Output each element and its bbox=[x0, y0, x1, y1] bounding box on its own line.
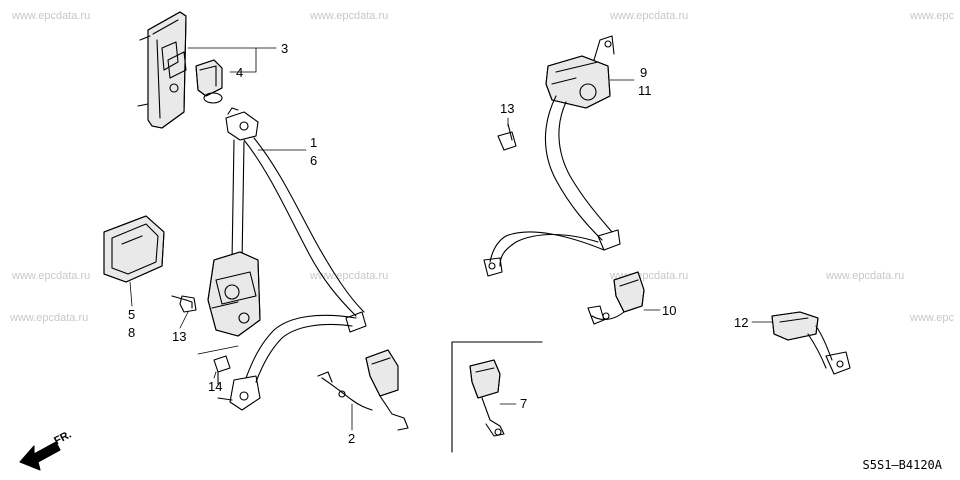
watermark: www.epcdata.ru bbox=[310, 10, 389, 22]
detail-box bbox=[451, 341, 543, 453]
watermark: www.epc bbox=[910, 10, 955, 22]
rear-buckle-part bbox=[587, 271, 645, 325]
watermark: www.epcdata.ru bbox=[826, 270, 905, 282]
watermark: www.epcdata.ru bbox=[10, 312, 89, 324]
callout-7: 7 bbox=[520, 396, 528, 411]
bolt-part bbox=[497, 123, 517, 151]
clip-part bbox=[195, 59, 223, 104]
watermark: www.epcdata.ru bbox=[12, 10, 91, 22]
front-seatbelt-part bbox=[207, 107, 367, 411]
buckle-part bbox=[317, 349, 409, 431]
callout-13-left: 13 bbox=[172, 329, 187, 344]
watermark: www.epcdata.ru bbox=[12, 270, 91, 282]
callout-12: 12 bbox=[734, 315, 749, 330]
watermark: www.epcdata.ru bbox=[610, 10, 689, 22]
callout-10: 10 bbox=[662, 303, 677, 318]
bolt-part bbox=[171, 295, 197, 313]
callout-5: 5 bbox=[128, 307, 136, 322]
callout-4: 4 bbox=[236, 65, 244, 80]
buckle-detail-part bbox=[469, 359, 505, 437]
callout-1: 1 bbox=[310, 135, 318, 150]
leader-13-left bbox=[179, 311, 189, 329]
leader-14-b bbox=[213, 371, 217, 379]
center-buckle-part bbox=[771, 311, 851, 375]
cover-part bbox=[103, 215, 165, 283]
callout-14: 14 bbox=[208, 379, 223, 394]
leader-5-8 bbox=[129, 281, 133, 307]
diagram-code: S5S1—B4120A bbox=[862, 458, 942, 472]
callout-11: 11 bbox=[638, 83, 652, 98]
callout-6: 6 bbox=[310, 153, 318, 168]
front-direction-arrow-icon bbox=[19, 441, 61, 471]
watermark: www.epcdata.ru bbox=[310, 270, 389, 282]
pillar-cover-part bbox=[137, 11, 187, 129]
leader-14 bbox=[197, 345, 239, 355]
callout-9: 9 bbox=[640, 65, 648, 80]
watermark: www.epc bbox=[910, 312, 955, 324]
callout-2: 2 bbox=[348, 431, 356, 446]
leader-3-4 bbox=[187, 47, 277, 73]
bolt-part bbox=[213, 355, 231, 385]
callout-3: 3 bbox=[281, 41, 289, 56]
callout-8: 8 bbox=[128, 325, 136, 340]
rear-seatbelt-part bbox=[483, 35, 621, 277]
callout-13-right: 13 bbox=[500, 101, 515, 116]
